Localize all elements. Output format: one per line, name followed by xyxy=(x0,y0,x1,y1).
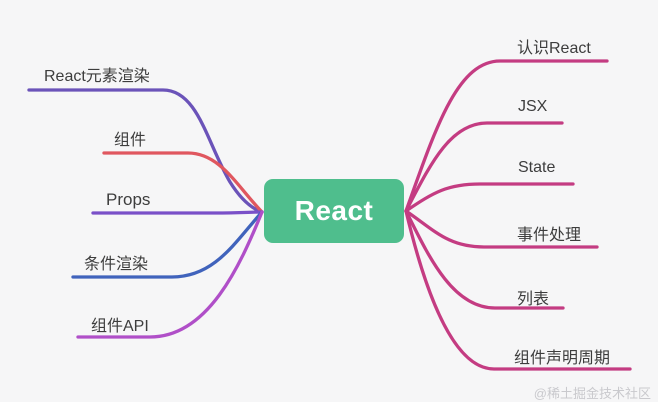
topic-event-handling[interactable]: 事件处理 xyxy=(517,227,582,244)
branch-line-component xyxy=(102,151,264,214)
branch-line-props xyxy=(91,210,264,215)
topic-know-react[interactable]: 认识React xyxy=(517,40,591,57)
topic-conditional-render[interactable]: 条件渲染 xyxy=(84,256,149,273)
topic-lifecycle[interactable]: 组件声明周期 xyxy=(514,350,611,367)
branch-line-know-react xyxy=(404,59,609,213)
topic-props[interactable]: Props xyxy=(106,190,151,209)
branch-line-jsx xyxy=(404,121,564,213)
topic-jsx[interactable]: JSX xyxy=(518,98,548,115)
central-topic-label: React xyxy=(294,195,374,226)
watermark: @稀土掘金技术社区 xyxy=(533,386,651,401)
topic-component-api[interactable]: 组件API xyxy=(91,318,149,335)
central-topic[interactable]: React xyxy=(264,179,404,243)
topic-component[interactable]: 组件 xyxy=(114,132,147,149)
branch-line-state xyxy=(404,182,575,213)
branch-line-conditional-render xyxy=(71,210,264,279)
topic-state[interactable]: State xyxy=(518,159,556,176)
topic-react-element-render[interactable]: React元素渲染 xyxy=(44,68,150,85)
branch-line-lifecycle xyxy=(404,209,632,371)
branch-line-component-api xyxy=(76,210,264,339)
branch-line-list xyxy=(404,209,565,310)
branch-line-event-handling xyxy=(404,209,599,249)
topic-list[interactable]: 列表 xyxy=(517,291,550,308)
